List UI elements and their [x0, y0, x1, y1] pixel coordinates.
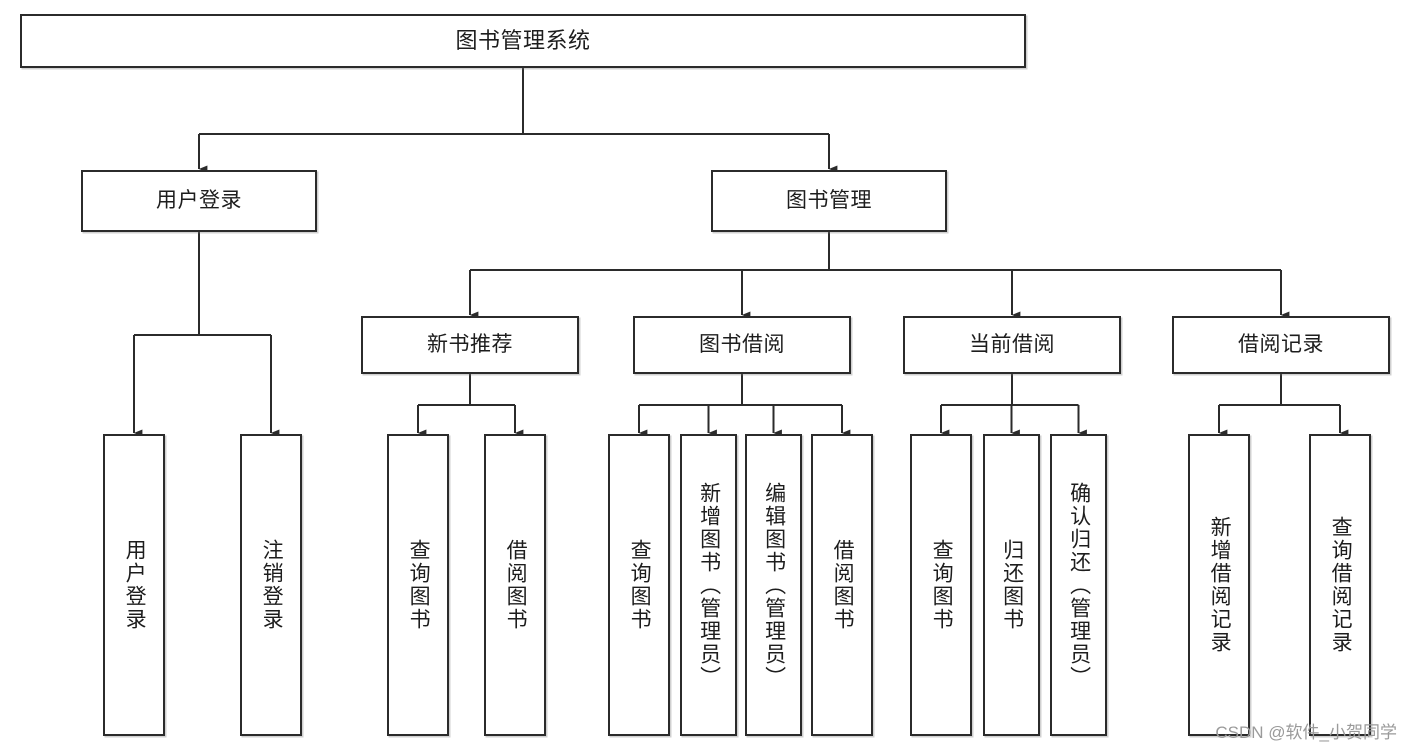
- node-label: 图书管理系统: [455, 27, 591, 53]
- node-op-query-book-3[interactable]: 查询图书: [910, 434, 972, 736]
- node-label: 图书管理: [786, 189, 872, 213]
- node-label: 查询借阅记录: [1329, 516, 1353, 654]
- node-op-borrow-book-1[interactable]: 借阅图书: [484, 434, 546, 736]
- node-label: 编辑图书（管理员）: [762, 481, 786, 689]
- node-op-query-book-1[interactable]: 查询图书: [387, 434, 449, 736]
- node-book-borrow[interactable]: 图书借阅: [633, 316, 851, 374]
- node-op-user-logout[interactable]: 注销登录: [240, 434, 302, 736]
- node-user-login[interactable]: 用户登录: [81, 170, 317, 232]
- node-label: 用户登录: [156, 189, 242, 213]
- node-current-borrow[interactable]: 当前借阅: [903, 316, 1121, 374]
- node-label: 用户登录: [123, 539, 147, 631]
- node-label: 查询图书: [930, 539, 954, 631]
- node-op-return-book[interactable]: 归还图书: [983, 434, 1040, 736]
- node-op-user-login[interactable]: 用户登录: [103, 434, 165, 736]
- node-label: 确认归还（管理员）: [1067, 481, 1091, 689]
- node-book-manage[interactable]: 图书管理: [711, 170, 947, 232]
- node-borrow-record[interactable]: 借阅记录: [1172, 316, 1390, 374]
- node-label: 归还图书: [1000, 539, 1024, 631]
- node-label: 借阅图书: [831, 539, 855, 631]
- node-new-book-rec[interactable]: 新书推荐: [361, 316, 579, 374]
- node-op-query-record[interactable]: 查询借阅记录: [1309, 434, 1371, 736]
- node-op-query-book-2[interactable]: 查询图书: [608, 434, 670, 736]
- node-op-confirm-ret[interactable]: 确认归还（管理员）: [1050, 434, 1107, 736]
- node-label: 新书推荐: [427, 333, 513, 357]
- node-op-edit-book[interactable]: 编辑图书（管理员）: [745, 434, 802, 736]
- node-label: 查询图书: [407, 539, 431, 631]
- node-op-add-record[interactable]: 新增借阅记录: [1188, 434, 1250, 736]
- node-label: 新增图书（管理员）: [697, 481, 721, 689]
- node-label: 借阅图书: [504, 539, 528, 631]
- node-label: 查询图书: [628, 539, 652, 631]
- node-label: 注销登录: [260, 539, 284, 631]
- node-root[interactable]: 图书管理系统: [20, 14, 1026, 68]
- node-op-add-book[interactable]: 新增图书（管理员）: [680, 434, 737, 736]
- node-label: 新增借阅记录: [1208, 516, 1232, 654]
- node-label: 借阅记录: [1238, 333, 1324, 357]
- node-op-borrow-book-2[interactable]: 借阅图书: [811, 434, 873, 736]
- node-label: 当前借阅: [969, 333, 1055, 357]
- watermark-label: CSDN @软件_小贺同学: [1215, 723, 1397, 742]
- node-label: 图书借阅: [699, 333, 785, 357]
